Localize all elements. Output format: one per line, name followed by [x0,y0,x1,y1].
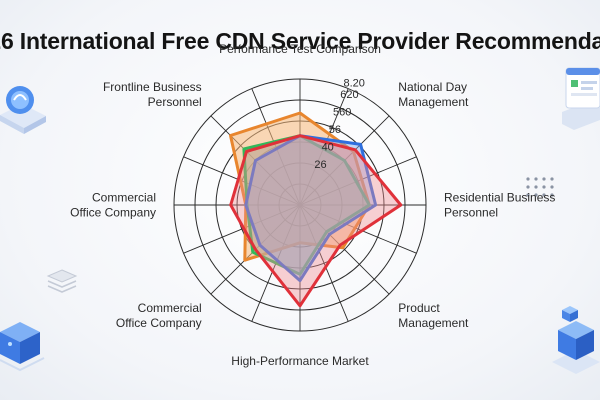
tick-label: 8.20 [344,78,365,90]
radar-series [229,111,403,308]
tick-label: 620 [340,89,358,101]
axis-label: Performance Test Comparison [219,42,381,56]
radar-series-4 [229,134,403,308]
dot-grid-icon [526,177,554,197]
cloud-server-icon [0,86,46,134]
browser-window-icon [562,67,600,130]
stack-layers-icon [46,269,78,293]
radar-series-2 [242,134,371,276]
tick-label: 56 [329,124,341,136]
isometric-server-icon [552,306,600,374]
tick-label: 40 [322,142,334,154]
axis-label: High-Performance Market [231,354,369,368]
server-cube-icon [0,322,45,372]
tick-label: 26 [314,159,326,171]
tick-label: 560 [333,107,351,119]
chart-title: 26 International Free CDN Service Provid… [0,28,600,54]
